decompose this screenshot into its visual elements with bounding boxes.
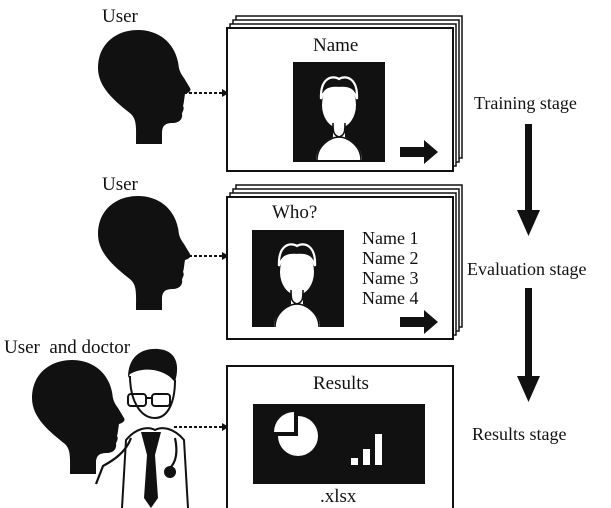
stage-label-training: Training stage: [474, 93, 577, 113]
option-name-3: Name 3: [362, 268, 419, 288]
user-doctor-label: User and doctor: [4, 337, 131, 358]
option-name-4: Name 4: [362, 288, 419, 308]
option-name-1: Name 1: [362, 228, 419, 248]
stage-label-results: Results stage: [472, 424, 567, 444]
option-name-2: Name 2: [362, 248, 419, 268]
connector-arrowhead-1: [222, 89, 229, 97]
doctor-icon: [94, 348, 189, 508]
user-head-icon-3: [32, 360, 125, 474]
arrow-down-icon-2: [517, 288, 540, 402]
results-panel: [253, 404, 425, 484]
arrow-right-icon-2: [400, 310, 438, 334]
card-title-name: Name: [313, 35, 359, 56]
user-head-icon-2: [98, 196, 191, 310]
user-head-icon-1: [98, 30, 191, 144]
file-extension-label: .xlsx: [320, 486, 357, 507]
connector-arrowhead-2: [222, 252, 229, 260]
stage-label-evaluation: Evaluation stage: [467, 259, 587, 279]
user-label-1: User: [102, 6, 138, 27]
pie-chart-icon: [274, 412, 318, 456]
arrow-right-icon-1: [400, 140, 438, 164]
user-label-2: User: [102, 174, 138, 195]
arrow-down-icon-1: [517, 124, 540, 236]
connector-arrowhead-3: [222, 423, 229, 431]
bar-chart-icon: [351, 434, 382, 465]
card-title-who: Who?: [272, 202, 318, 223]
card-title-results: Results: [313, 373, 369, 394]
